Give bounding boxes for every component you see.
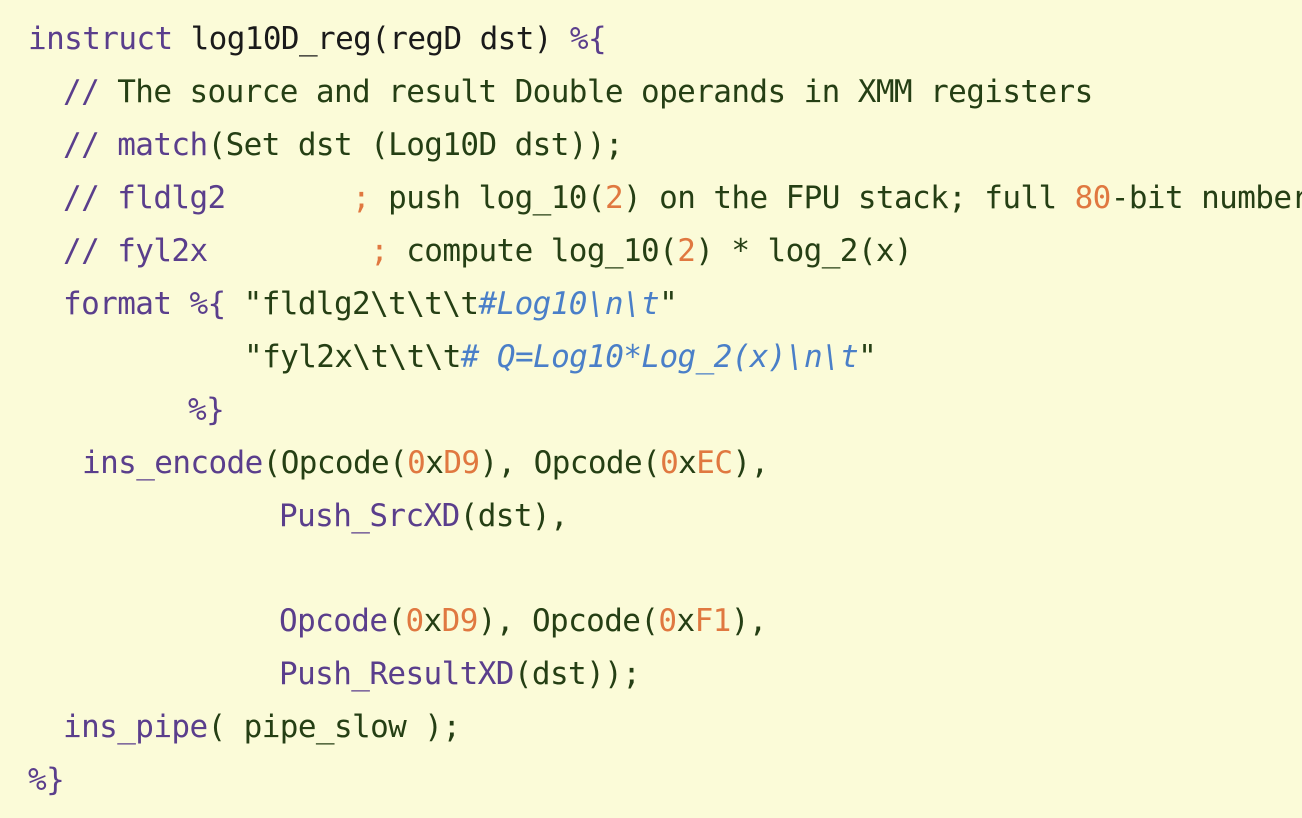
code-token: %{ <box>189 286 244 322</box>
code-token: 0 <box>405 603 424 639</box>
code-token: compute log_10( <box>406 233 678 269</box>
code-token: // <box>63 180 118 216</box>
code-token: 0 <box>407 445 426 481</box>
code-line: %} <box>28 761 65 799</box>
code-line: // match(Set dst (Log10D dst)); <box>63 126 624 164</box>
code-token: 0 <box>658 603 677 639</box>
code-token: // <box>63 233 118 269</box>
code-token: 80 <box>1074 180 1112 216</box>
code-token: -bit number <box>1110 180 1302 216</box>
code-token: #Log10\n\t <box>478 286 660 322</box>
code-token: # Q=Log10*Log_2(x)\n\t <box>460 339 859 375</box>
code-token: fldlg2 <box>117 180 226 216</box>
code-token: ; <box>207 233 407 269</box>
code-token: 2 <box>677 233 696 269</box>
code-token: "fldlg2\t\t\t <box>243 286 479 322</box>
code-line: // The source and result Double operands… <box>63 73 1093 111</box>
code-line: Opcode(0xD9), Opcode(0xF1), <box>279 602 767 640</box>
code-token: EC <box>696 445 733 481</box>
code-token: ) on the FPU stack; full <box>623 180 1075 216</box>
code-token: ) * log_2(x) <box>695 233 913 269</box>
code-token: ; <box>225 180 389 216</box>
code-token: ( <box>387 603 406 639</box>
code-token: x <box>678 445 697 481</box>
code-token: fyl2x <box>117 233 208 269</box>
code-line: Push_ResultXD(dst)); <box>279 655 641 693</box>
code-token: (dst)); <box>513 656 641 692</box>
code-token: format <box>63 286 190 322</box>
code-token: ), <box>730 603 768 639</box>
code-token: The source and result Double operands in… <box>117 74 1093 110</box>
code-line: Push_SrcXD(dst), <box>279 497 569 535</box>
code-token: ins_encode <box>82 445 263 481</box>
code-token: ), Opcode( <box>477 603 659 639</box>
code-token: log10D_reg(regD dst) <box>190 21 570 57</box>
code-token: // <box>63 74 118 110</box>
code-token: 2 <box>604 180 624 216</box>
code-token: (Set dst (Log10D dst)); <box>207 127 624 163</box>
code-token: Push_SrcXD <box>279 498 460 534</box>
code-token: // <box>63 127 118 163</box>
code-line: ins_pipe( pipe_slow ); <box>63 708 461 746</box>
code-token: (dst), <box>459 498 569 534</box>
code-token: ins_pipe <box>63 709 208 745</box>
code-token: "fyl2x\t\t\t <box>244 339 461 375</box>
code-token: ), Opcode( <box>479 445 661 481</box>
code-line: "fyl2x\t\t\t# Q=Log10*Log_2(x)\n\t" <box>244 338 877 376</box>
code-token: x <box>423 603 443 639</box>
code-token: (Opcode( <box>262 445 408 481</box>
code-token: %} <box>188 392 225 428</box>
code-token: F1 <box>694 603 732 639</box>
code-token: push log_10( <box>388 180 605 216</box>
code-line: %} <box>188 391 225 429</box>
code-line: ins_encode(Opcode(0xD9), Opcode(0xEC), <box>82 444 769 482</box>
code-line: // fyl2x ; compute log_10(2) * log_2(x) <box>63 232 913 270</box>
code-line: // fldlg2 ; push log_10(2) on the FPU st… <box>63 179 1302 217</box>
code-token: 0 <box>660 445 679 481</box>
code-token: Opcode <box>279 603 388 639</box>
code-token: x <box>676 603 695 639</box>
code-token: x <box>425 445 444 481</box>
code-token: match <box>117 127 208 163</box>
code-line: format %{ "fldlg2\t\t\t#Log10\n\t" <box>63 285 678 323</box>
code-line: instruct log10D_reg(regD dst) %{ <box>28 20 607 58</box>
code-token: %} <box>28 762 65 798</box>
code-token: Push_ResultXD <box>279 656 514 692</box>
code-token: instruct <box>28 21 191 57</box>
code-token: D9 <box>443 445 480 481</box>
code-token: " <box>858 339 877 375</box>
code-token: %{ <box>569 21 607 57</box>
code-token: D9 <box>441 603 479 639</box>
code-token: ), <box>732 445 769 481</box>
code-token: " <box>659 286 678 322</box>
code-token: ( pipe_slow ); <box>207 709 461 745</box>
